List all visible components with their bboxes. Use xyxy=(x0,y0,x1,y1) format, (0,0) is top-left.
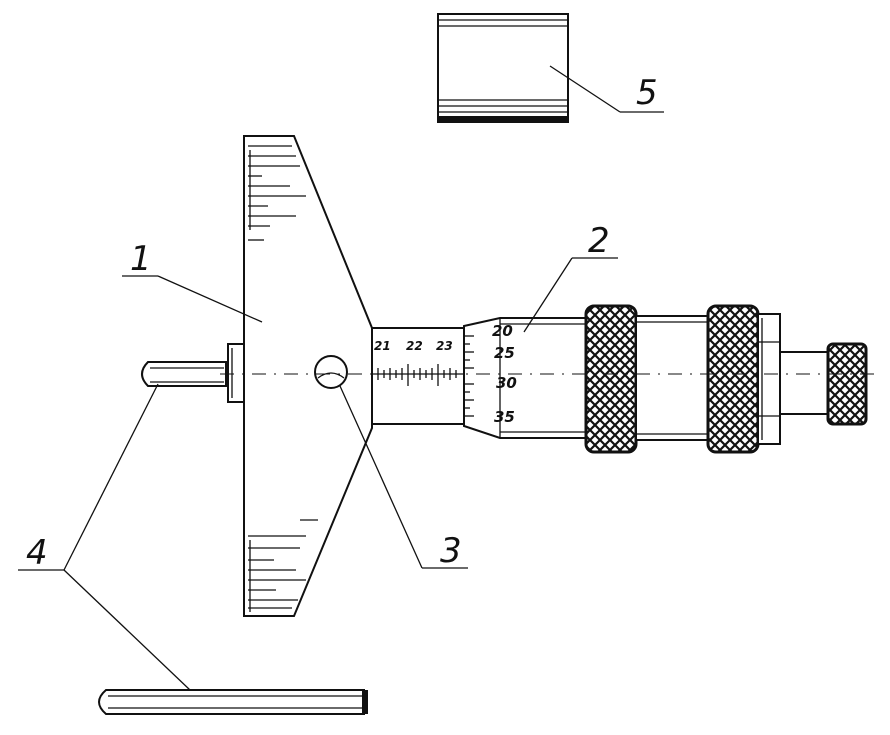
part-4-rod-separate xyxy=(98,689,368,715)
ratchet-knob xyxy=(826,342,868,426)
callout-5: 5 xyxy=(636,73,658,113)
ratchet-cap xyxy=(757,313,829,445)
thimble-knurled-ring-1 xyxy=(584,304,638,454)
part-3-lock-screw xyxy=(314,355,348,389)
sleeve-stem: 21 22 23 xyxy=(371,327,465,425)
callout-4: 4 xyxy=(26,533,48,573)
part-4-rod-inserted xyxy=(141,343,245,403)
ratchet-knurled-ring-2 xyxy=(706,304,760,454)
thimble-body-middle xyxy=(635,315,711,441)
thimble-scale-20: 20 xyxy=(492,322,513,340)
callout-2: 2 xyxy=(588,221,610,261)
part-2-thimble: 20 25 30 35 xyxy=(463,317,591,439)
part-1-base xyxy=(243,135,373,617)
callout-1: 1 xyxy=(130,239,152,279)
base-hatching-top xyxy=(248,145,306,241)
part-5-cap xyxy=(437,13,569,123)
thimble-scale-25: 25 xyxy=(494,344,515,362)
base-hatching-bottom xyxy=(248,519,318,612)
leader-lines xyxy=(18,65,664,691)
sleeve-scale-22: 22 xyxy=(406,339,423,353)
sleeve-scale-21: 21 xyxy=(374,339,391,353)
callout-3: 3 xyxy=(440,531,462,571)
thimble-scale-30: 30 xyxy=(496,374,517,392)
sleeve-scale-23: 23 xyxy=(436,339,453,353)
thimble-scale-35: 35 xyxy=(494,408,515,426)
